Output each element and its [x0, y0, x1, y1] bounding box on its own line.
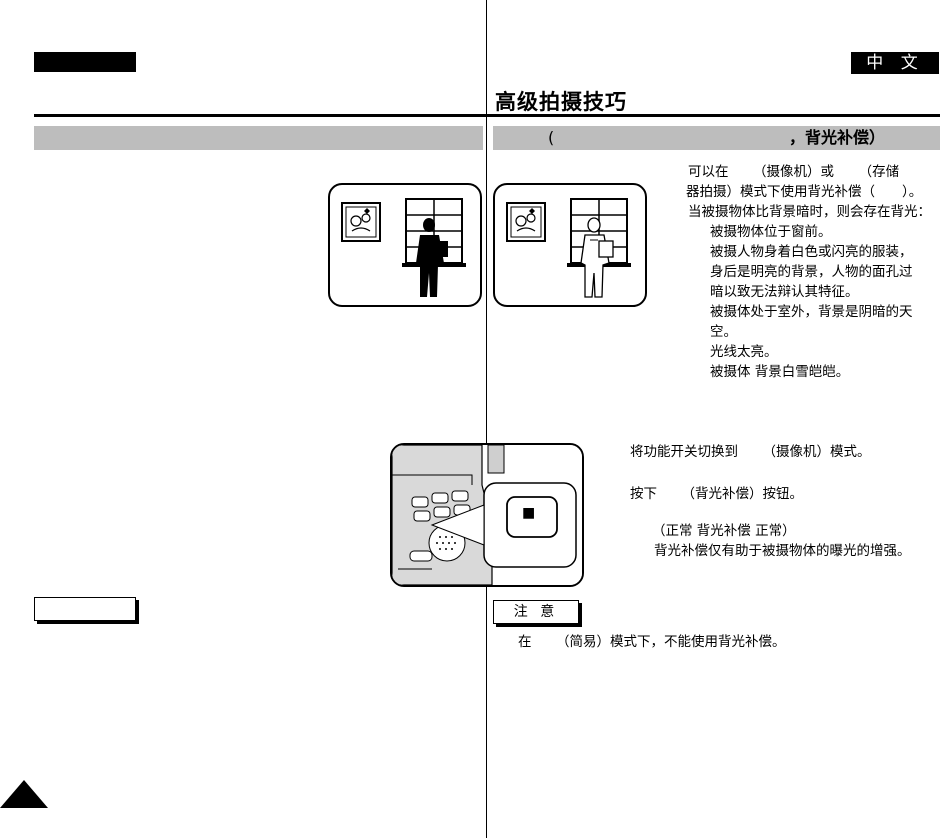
step-3-cycle-text: （正常 背光补偿 正常） [652, 523, 796, 539]
intro-line-1: 可以在 （摄像机）或 （存储 [688, 164, 900, 180]
section-bar-open-paren: ( [548, 128, 555, 147]
camcorder-body-image [392, 445, 582, 585]
step-3-note-text: 背光补偿仅有助于被摄物体的曝光的增强。 [654, 543, 911, 559]
condition-line: 被摄体处于室外，背景是阴暗的天 [710, 304, 913, 320]
camera-button-illustration: ■ [390, 443, 584, 587]
note-label-left [34, 597, 136, 621]
condition-line: 身后是明亮的背景，人物的面孔过 [710, 264, 913, 280]
condition-line: 暗以致无法辩认其特征。 [710, 284, 859, 300]
section-bar: ( ，背光补偿） [493, 126, 940, 150]
condition-line: 被摄体 背景白雪皑皑。 [710, 364, 850, 380]
illustration-backlight-off [328, 183, 482, 307]
intro-text: 可以在 （摄像机）或 （存储 器拍摄）模式下使用背光补偿（ ）。 当被摄物体比背… [686, 162, 931, 222]
note-label: 注 意 [493, 600, 579, 624]
section-bar-title: ，背光补偿） [789, 128, 886, 147]
page-corner-triangle-icon [0, 780, 48, 808]
note-text: 在 （简易）模式下，不能使用背光补偿。 [518, 634, 786, 650]
language-badge: 中 文 [851, 52, 939, 74]
title-rule [34, 114, 940, 117]
condition-line: 被摄人物身着白色或闪亮的服装， [710, 244, 913, 260]
illustration-backlight-on [493, 183, 647, 307]
step-2-text: 按下 （背光补偿）按钮。 [630, 486, 804, 502]
backlight-conditions-list: 被摄物体位于窗前。 被摄人物身着白色或闪亮的服装， 身后是明亮的背景，人物的面孔… [710, 222, 913, 382]
page-title: 高级拍摄技巧 [495, 90, 627, 114]
intro-line-2: 器拍摄）模式下使用背光补偿（ ）。 [686, 184, 923, 200]
intro-line-3: 当被摄物体比背景暗时，则会存在背光： [688, 204, 931, 220]
condition-line: 被摄物体位于窗前。 [710, 224, 832, 240]
section-bar-left [34, 126, 483, 150]
condition-line: 空。 [710, 324, 737, 340]
step-1-text: 将功能开关切换到 （摄像机）模式。 [630, 444, 871, 460]
page-center-divider [486, 0, 487, 838]
blc-button-icon: ■ [522, 505, 536, 521]
condition-line: 光线太亮。 [710, 344, 778, 360]
backlight-silhouette-image [341, 198, 466, 297]
backlight-compensated-image [506, 198, 631, 298]
language-badge-left [34, 52, 136, 72]
